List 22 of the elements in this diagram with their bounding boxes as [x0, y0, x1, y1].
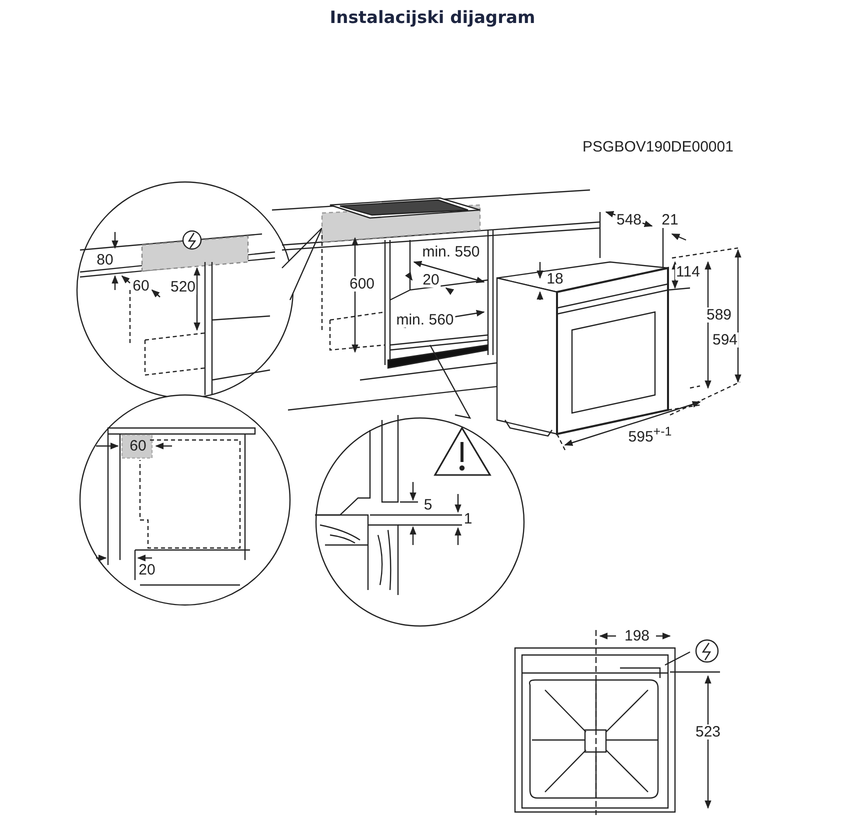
dimension-label: 595$^{+-1}$ — [627, 426, 673, 444]
dimension-label: 523 — [694, 724, 722, 740]
dimension-label: 60 — [128, 438, 148, 454]
dimension-label: 20 — [138, 562, 156, 578]
dimension-label: 600 — [348, 276, 376, 292]
dimension-label: 594 — [711, 332, 739, 348]
dimension-label: min. 550 — [421, 244, 481, 260]
drawing-code: PSGBOV190DE00001 — [582, 140, 734, 154]
dimension-label: 198 — [623, 628, 651, 644]
dimension-label: 548 — [615, 212, 643, 228]
dimension-label: 18 — [546, 272, 564, 286]
dimension-label: 21 — [660, 212, 680, 228]
dimension-label: 20 — [422, 272, 440, 288]
diagram-title: Instalacijski dijagram — [328, 8, 536, 28]
dimension-label: 80 — [96, 252, 114, 268]
dimension-label: 60 — [132, 278, 150, 294]
dimension-label: 114 — [675, 264, 701, 280]
dimension-label: 589 — [705, 308, 733, 322]
dimension-label: min. 560 — [395, 312, 455, 328]
dimension-label: 520 — [169, 280, 197, 294]
dimension-label: 5 — [422, 498, 434, 512]
dimension-label: 1 — [462, 512, 474, 526]
